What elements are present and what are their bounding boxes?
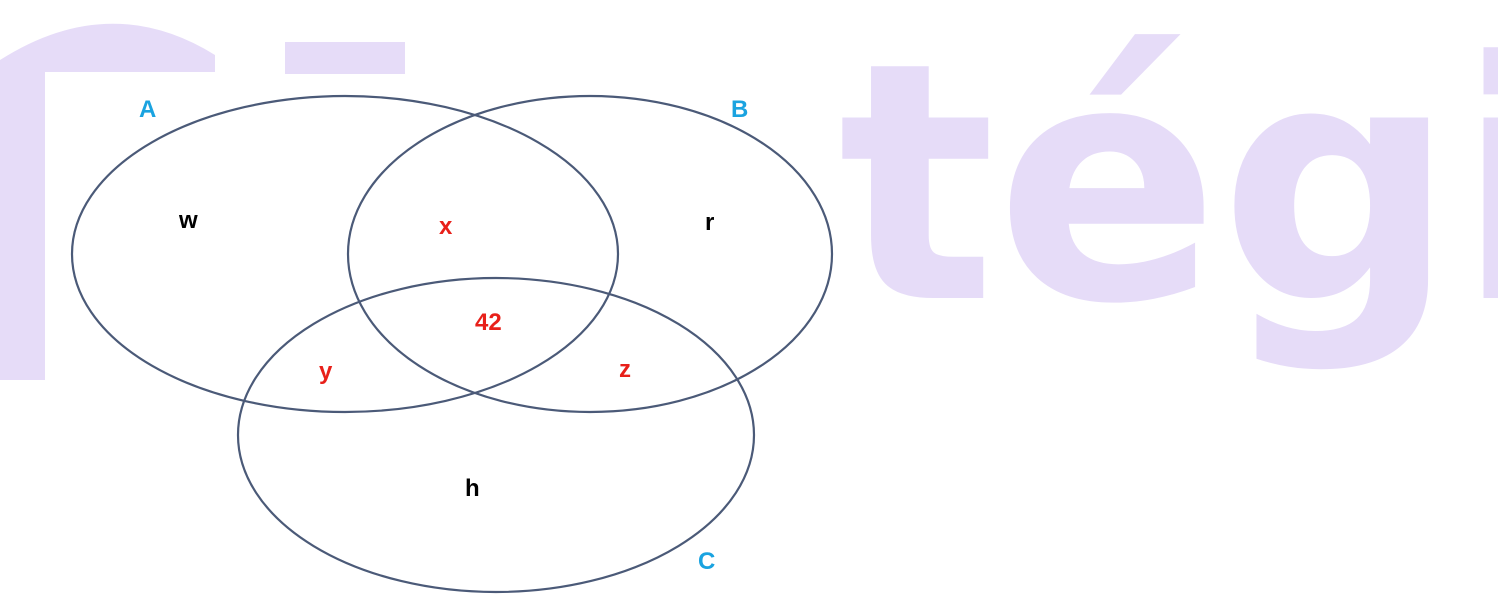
watermark-logo: tégia	[0, 0, 1498, 380]
region-a-and-b-label: x	[439, 213, 453, 240]
set-c-label: C	[698, 548, 715, 575]
region-all-three-label: 42	[475, 309, 502, 336]
set-b-label: B	[731, 96, 748, 123]
region-b-and-c-label: z	[619, 356, 631, 383]
region-only-a-label: w	[178, 207, 198, 234]
region-only-c-label: h	[465, 475, 480, 502]
region-only-b-label: r	[705, 209, 714, 236]
set-b-ellipse	[346, 94, 834, 414]
set-c-ellipse	[236, 276, 756, 594]
set-a-ellipse	[70, 94, 620, 414]
region-a-and-c-label: y	[319, 358, 333, 385]
set-a-label: A	[139, 96, 156, 123]
watermark-logo-bar	[285, 42, 405, 74]
watermark-logo-mark	[0, 23, 215, 380]
watermark-text: tégia	[838, 0, 1498, 376]
